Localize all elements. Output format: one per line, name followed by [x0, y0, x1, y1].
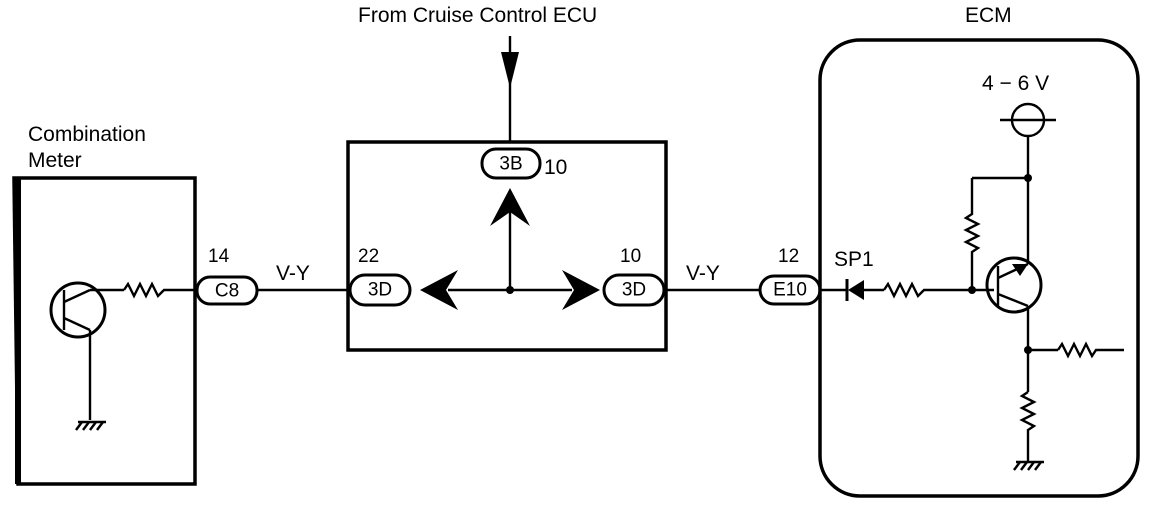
jb-top-connector	[480, 147, 542, 180]
e10-code: E10	[773, 280, 807, 301]
jb-right-code: 3D	[622, 280, 646, 301]
junction-block	[346, 140, 668, 352]
voltage-label: 4 − 6 V	[982, 72, 1049, 95]
ecm-label: ECM	[965, 4, 1012, 27]
jb-left-code: 3D	[368, 280, 392, 301]
jb-right-chevron	[562, 270, 600, 310]
meter-resistor	[123, 281, 197, 299]
c8-pin: 14	[208, 246, 230, 267]
jb-top-pin: 10	[544, 156, 567, 179]
jb-up-chevron	[490, 188, 530, 226]
jb-left-pin: 22	[358, 246, 379, 267]
ecm-ground-resistor	[1019, 391, 1037, 462]
wire-color-right: V-Y	[686, 262, 720, 285]
ecm-ground-icon	[1013, 460, 1044, 471]
combination-meter-label-1: Combination	[28, 123, 146, 146]
ecm-output-resistor	[1057, 341, 1124, 359]
jb-top-code: 3B	[499, 154, 522, 175]
voltage-source-icon	[1000, 102, 1056, 138]
e10-pin: 12	[778, 246, 799, 267]
jb-right-connector	[602, 273, 666, 307]
ecm-pullup-resistor	[963, 178, 981, 290]
combination-meter-label-2: Meter	[28, 149, 82, 172]
sp1-diode-icon	[845, 279, 864, 301]
ecm-box	[818, 38, 1140, 498]
jb-left-connector	[348, 273, 412, 307]
meter-transistor	[49, 281, 124, 420]
combination-meter-box	[12, 176, 197, 486]
ecm-input-resistor	[883, 281, 972, 299]
sp1-label: SP1	[834, 248, 874, 271]
cruise-input-arrow	[501, 36, 519, 142]
meter-ground-icon	[75, 420, 106, 431]
c8-code: C8	[215, 281, 239, 302]
ecm-transistor	[985, 256, 1043, 314]
jb-left-chevron	[420, 270, 458, 310]
wire-color-left: V-Y	[276, 262, 310, 285]
jb-right-pin: 10	[620, 246, 641, 267]
from-cruise-label: From Cruise Control ECU	[358, 4, 597, 27]
